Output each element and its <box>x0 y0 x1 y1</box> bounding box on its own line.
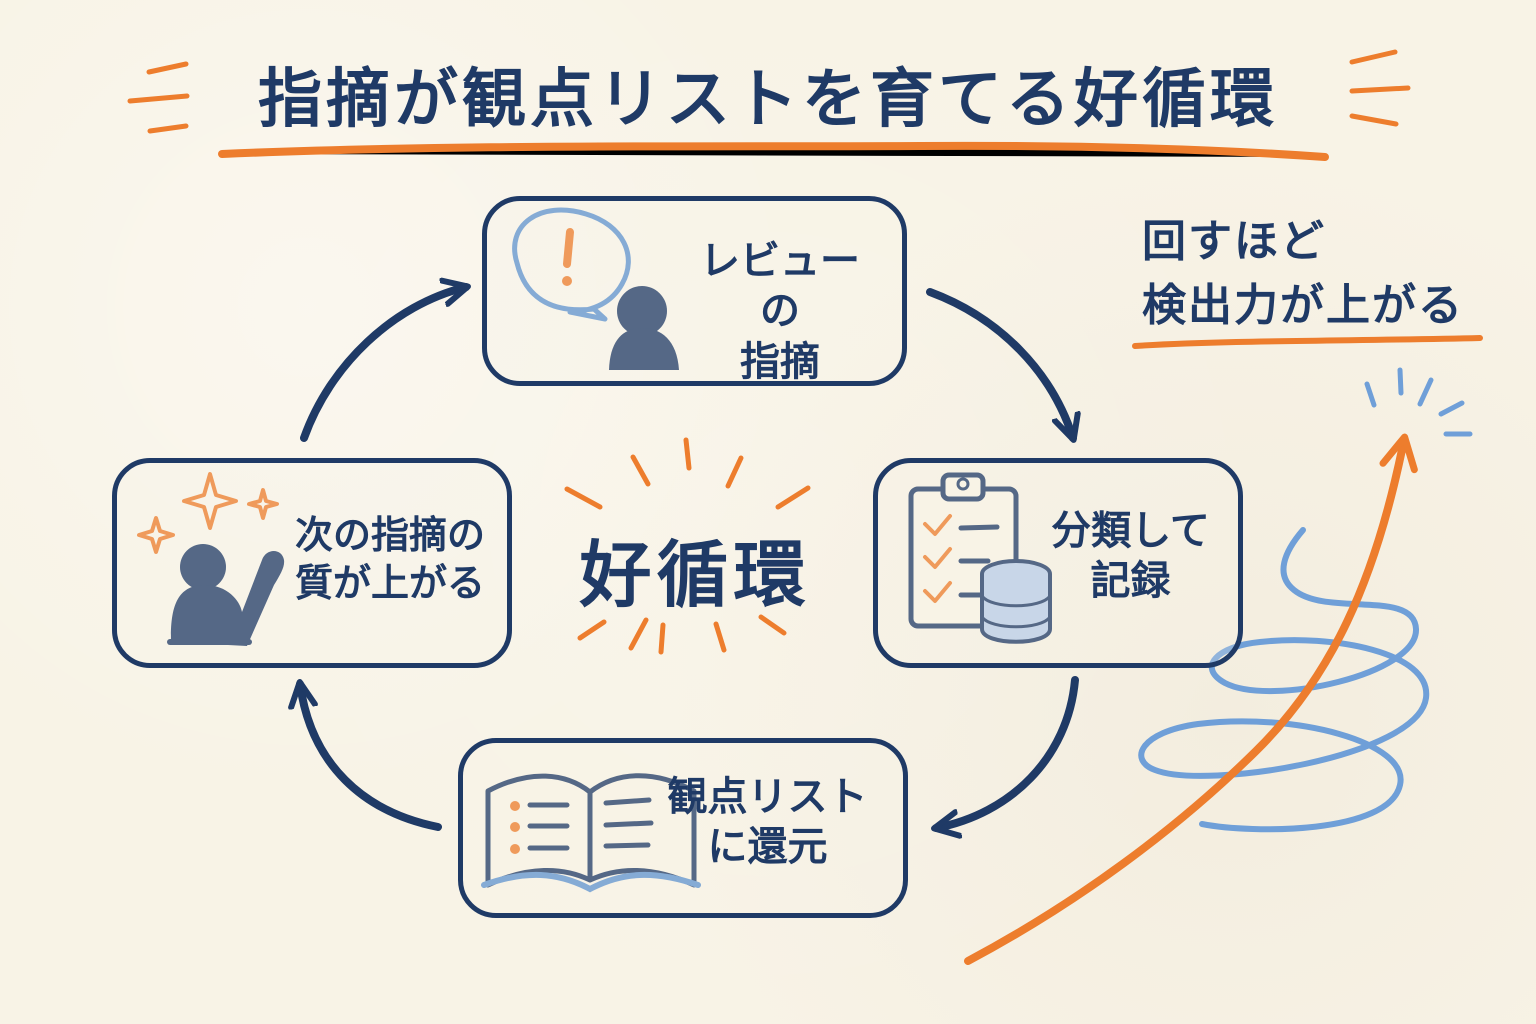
step-review-label: レビューの 指摘 <box>700 238 860 385</box>
cycle-arrows <box>300 287 1075 828</box>
arrow-record-to-list <box>936 676 1079 828</box>
diagram-title: 指摘が観点リストを育てる好循環 <box>258 63 1278 137</box>
step-record-label: 分類して 記録 <box>1051 508 1210 605</box>
open-book-checklist-icon <box>481 773 701 893</box>
title-left-spark-3 <box>147 123 189 134</box>
person-with-speech-icon <box>512 207 679 370</box>
arrow-review-to-record <box>926 288 1073 438</box>
orange-growth-arrow <box>964 433 1418 965</box>
clipboard-database-icon <box>908 472 1052 644</box>
side-note-text: 回すほど 検出力が上がる <box>1142 216 1464 332</box>
exclamation-mark-icon <box>563 228 574 268</box>
sparkle-icon-left <box>137 516 175 554</box>
title-right-spark-3 <box>1349 113 1399 127</box>
step-quality-box <box>112 458 512 668</box>
side-note-underline <box>1132 335 1483 349</box>
speech-bubble-icon <box>512 207 631 322</box>
person-head-icon <box>617 286 667 336</box>
title-right-spark-2 <box>1349 85 1411 94</box>
title-left-spark-1 <box>146 61 189 75</box>
center-cycle-label: 好循環 <box>579 533 811 617</box>
sparkle-icon-large <box>182 472 238 530</box>
title-right-spark-1 <box>1349 49 1398 65</box>
step-review-box <box>482 196 907 386</box>
title-accent-marks <box>127 49 1411 161</box>
sparkle-icon-right <box>247 488 279 520</box>
blue-spiral-line <box>1138 527 1430 833</box>
center-burst <box>564 437 811 655</box>
title-underline <box>218 141 1329 161</box>
growth-spiral-arrow <box>964 335 1483 965</box>
step-list-label: 観点リスト に還元 <box>667 774 868 871</box>
arrow-quality-to-review <box>300 287 466 442</box>
step-list-box <box>458 738 908 918</box>
person-body-icon <box>609 328 679 370</box>
step-quality-label: 次の指摘の 質が上がる <box>294 513 485 605</box>
arrow-list-to-quality <box>300 684 442 831</box>
growth-sparkle-lines <box>1364 367 1473 437</box>
person-pointing-sparkle-icon <box>137 472 285 646</box>
step-record-box <box>873 458 1243 668</box>
title-left-spark-2 <box>127 93 190 104</box>
